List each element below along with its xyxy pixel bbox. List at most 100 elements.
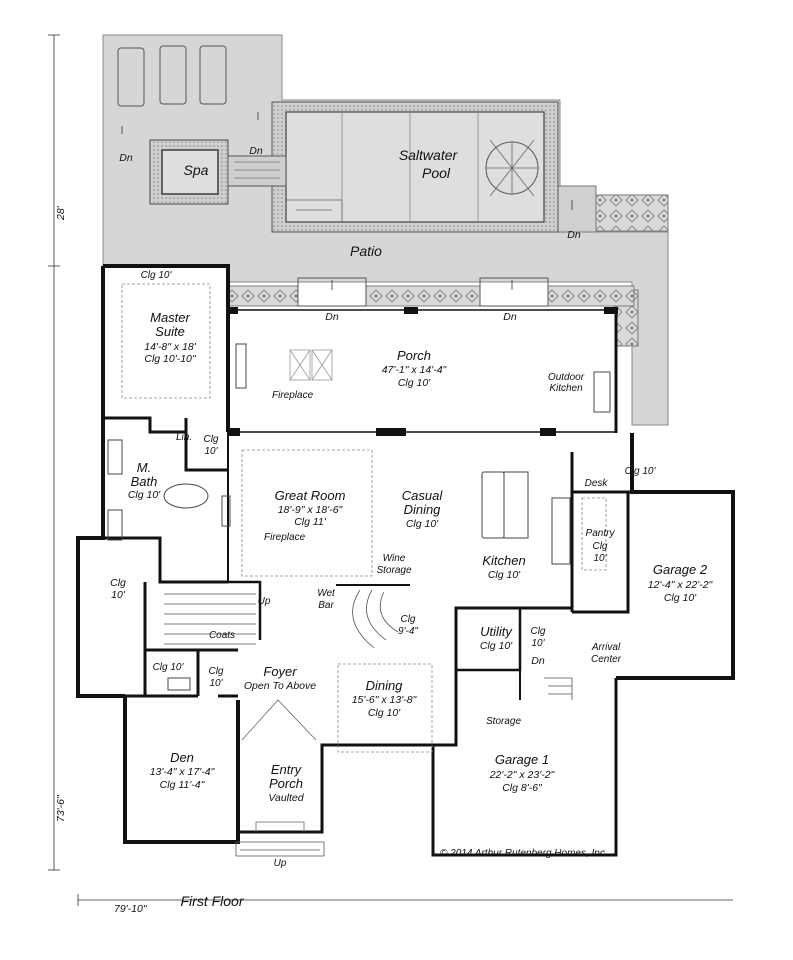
kitchen-clg: Clg 10' [488, 569, 521, 581]
pwd-clg: Clg 10' [153, 662, 185, 673]
garage2-clg: Clg 10' [664, 592, 697, 604]
master-name-2: Suite [155, 324, 185, 339]
labels: Spa Saltwater Pool Patio Dn Dn Dn Dn Dn … [55, 145, 714, 915]
stairs [164, 589, 573, 857]
mbath-name-2: Bath [131, 474, 158, 489]
utility-name: Utility [480, 624, 513, 639]
mbath-clg: Clg 10' [128, 489, 161, 501]
dim-width: 79'-10" [114, 903, 148, 915]
coats-label: Coats [209, 630, 235, 641]
den-name: Den [170, 750, 194, 765]
dn-marker: Dn [325, 311, 339, 323]
clg-desk: Clg 10' [625, 466, 657, 477]
great-room-clg: Clg 11' [294, 516, 327, 528]
porch-columns [228, 307, 618, 436]
dim-depth-upper: 28' [55, 205, 67, 221]
up-marker: Up [258, 596, 271, 607]
outdoor-kitchen-1: Outdoor [548, 372, 585, 383]
dining-size: 15'-6" x 13'-8" [352, 694, 418, 706]
pool-label-1: Saltwater [399, 147, 459, 163]
foyer-sub: Open To Above [244, 680, 316, 692]
util2-clg-2: 10' [531, 638, 545, 649]
wine-storage-2: Storage [376, 565, 411, 576]
saltwater-pool [271, 101, 559, 233]
walls [76, 264, 735, 857]
up-marker: Up [274, 858, 287, 869]
floor-title: First Floor [181, 893, 245, 909]
wic-clg-1: Clg [110, 577, 126, 589]
master-clg: Clg 10'-10" [144, 353, 197, 365]
garage1-clg: Clg 8'-6" [502, 782, 543, 794]
arrival-1: Arrival [591, 642, 621, 653]
storage-label: Storage [486, 716, 521, 727]
den-clg: Clg 11'-4" [160, 779, 206, 791]
dim-depth-lower: 73'-6" [55, 794, 67, 822]
stair-clg-2: 9'-4" [398, 626, 418, 637]
pantry-clg-2: 10' [593, 553, 607, 564]
garage1-name: Garage 1 [495, 752, 549, 767]
outdoor-kitchen-2: Kitchen [549, 383, 583, 394]
lin-clg-1: Clg [203, 434, 218, 445]
patio-label: Patio [350, 243, 382, 259]
mbath-name-1: M. [137, 460, 151, 475]
lounge-chairs [117, 45, 227, 107]
utility-clg: Clg 10' [480, 640, 513, 652]
lin-label: Lin. [176, 432, 192, 443]
spa-label: Spa [184, 162, 209, 178]
kitchen-name: Kitchen [482, 553, 525, 568]
pool-fountain-icon [485, 139, 539, 197]
entry-porch-sub: Vaulted [268, 792, 304, 804]
garage2-size: 12'-4" x 22'-2" [648, 579, 714, 591]
master-top-clg: Clg 10' [141, 270, 173, 281]
dn-marker: Dn [567, 229, 581, 241]
wine-storage-1: Wine [383, 553, 406, 564]
foyer-name: Foyer [263, 664, 297, 679]
lin-clg-2: 10' [204, 446, 218, 457]
pantry-name: Pantry [586, 528, 616, 539]
master-name-1: Master [150, 310, 190, 325]
great-room-size: 18'-9" x 18'-6" [278, 504, 344, 516]
closet-clg-1: Clg [208, 666, 223, 677]
porch-skylights [289, 349, 333, 381]
fireplace-porch: Fireplace [272, 390, 314, 401]
dining-name: Dining [366, 678, 404, 693]
util2-clg-1: Clg [530, 626, 545, 637]
den-size: 13'-4" x 17'-4" [150, 766, 216, 778]
casual-dining-clg: Clg 10' [406, 518, 439, 530]
step-arrows [121, 112, 573, 290]
dn-marker: Dn [503, 311, 517, 323]
wic-clg-2: 10' [111, 589, 126, 601]
dn-marker: Dn [249, 145, 263, 157]
wet-bar-2: Bar [318, 600, 334, 611]
garage1-size: 22'-2" x 23'-2" [489, 769, 556, 781]
porch-size: 47'-1" x 14'-4" [382, 364, 448, 376]
entry-porch-2: Porch [269, 776, 303, 791]
spa [149, 139, 287, 205]
dn-marker: Dn [119, 152, 133, 164]
dn-marker: Dn [531, 655, 545, 667]
casual-dining-2: Dining [404, 502, 442, 517]
porch-clg: Clg 10' [398, 377, 431, 389]
copyright: © 2014 Arthur Rutenberg Homes, Inc [440, 848, 605, 859]
fixtures [107, 343, 611, 691]
entry-porch-lines [241, 699, 317, 832]
dimension-lines [48, 34, 733, 906]
pool-label-2: Pool [422, 165, 451, 181]
ceiling-outlines [121, 283, 607, 753]
porch-name: Porch [397, 348, 431, 363]
stair-clg-1: Clg [400, 614, 415, 625]
closet-clg-2: 10' [209, 678, 223, 689]
casual-dining-1: Casual [402, 488, 444, 503]
desk-label: Desk [585, 478, 609, 489]
master-size: 14'-8" x 18' [144, 341, 197, 353]
dining-clg: Clg 10' [368, 707, 401, 719]
great-room-name: Great Room [275, 488, 346, 503]
garage2-name: Garage 2 [653, 562, 708, 577]
entry-porch-1: Entry [271, 762, 303, 777]
house-footprint [78, 266, 733, 855]
wet-bar-1: Wet [317, 588, 336, 599]
pantry-clg-1: Clg [592, 541, 607, 552]
arrival-2: Center [591, 654, 622, 665]
fireplace-gr: Fireplace [264, 532, 306, 543]
